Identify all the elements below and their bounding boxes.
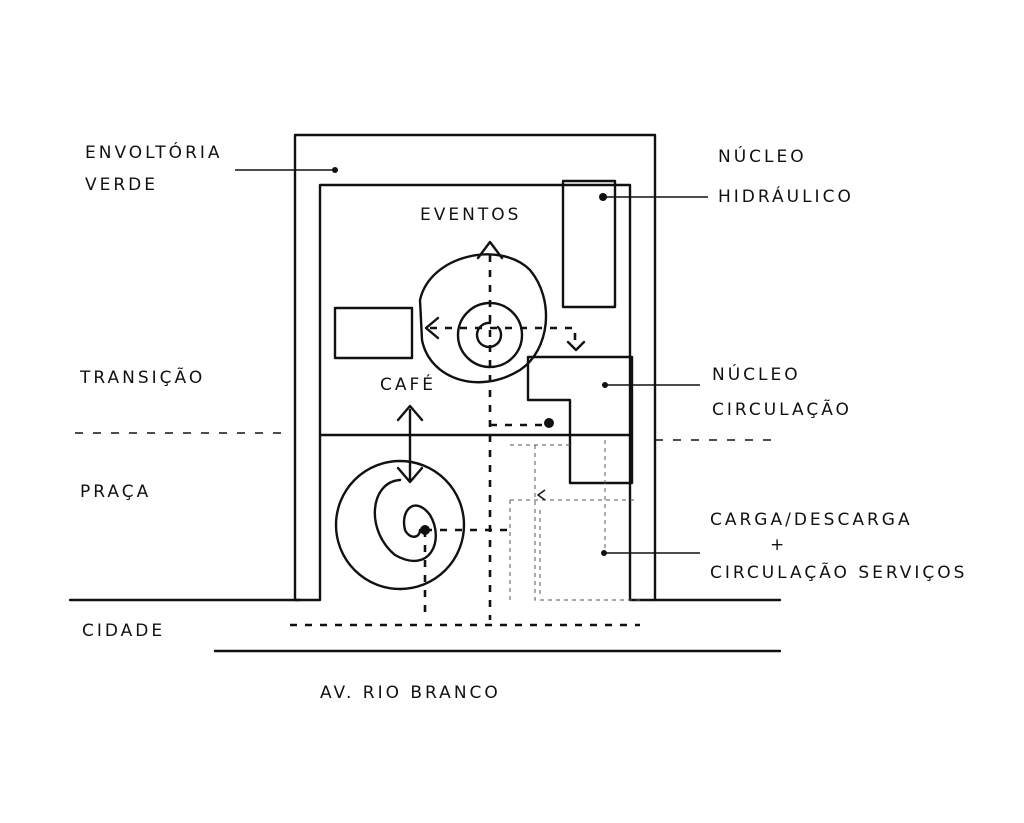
service-area (509, 444, 640, 601)
label-transition: TRANSIÇÃO (79, 366, 205, 388)
label-service-2: CIRCULAÇÃO SERVIÇOS (710, 561, 967, 583)
label-circulation-core-2: CIRCULAÇÃO (712, 398, 852, 420)
cafe-block (333, 306, 414, 360)
green-envelope-wall (293, 133, 657, 602)
label-cafe: CAFÉ (380, 373, 436, 395)
label-circulation-core: NÚCLEO (712, 363, 801, 385)
label-events: EVENTOS (420, 205, 521, 225)
label-square: PRAÇA (80, 482, 151, 502)
square-spiral (334, 459, 466, 591)
circulation-core (526, 355, 634, 485)
ground-lines (68, 432, 782, 653)
label-city: CIDADE (82, 621, 165, 641)
arrows (396, 240, 586, 535)
label-street: AV. RIO BRANCO (320, 683, 501, 703)
leader-lines (235, 167, 708, 556)
flow-paths (290, 255, 640, 627)
hydraulic-core (561, 179, 617, 309)
label-service-plus: + (770, 535, 787, 555)
label-green-envelope-2: VERDE (85, 175, 158, 195)
label-service: CARGA/DESCARGA (710, 510, 913, 530)
label-hydraulic-core: NÚCLEO (718, 145, 807, 167)
label-hydraulic-core-2: HIDRÁULICO (718, 185, 854, 207)
label-green-envelope: ENVOLTÓRIA (85, 141, 223, 163)
